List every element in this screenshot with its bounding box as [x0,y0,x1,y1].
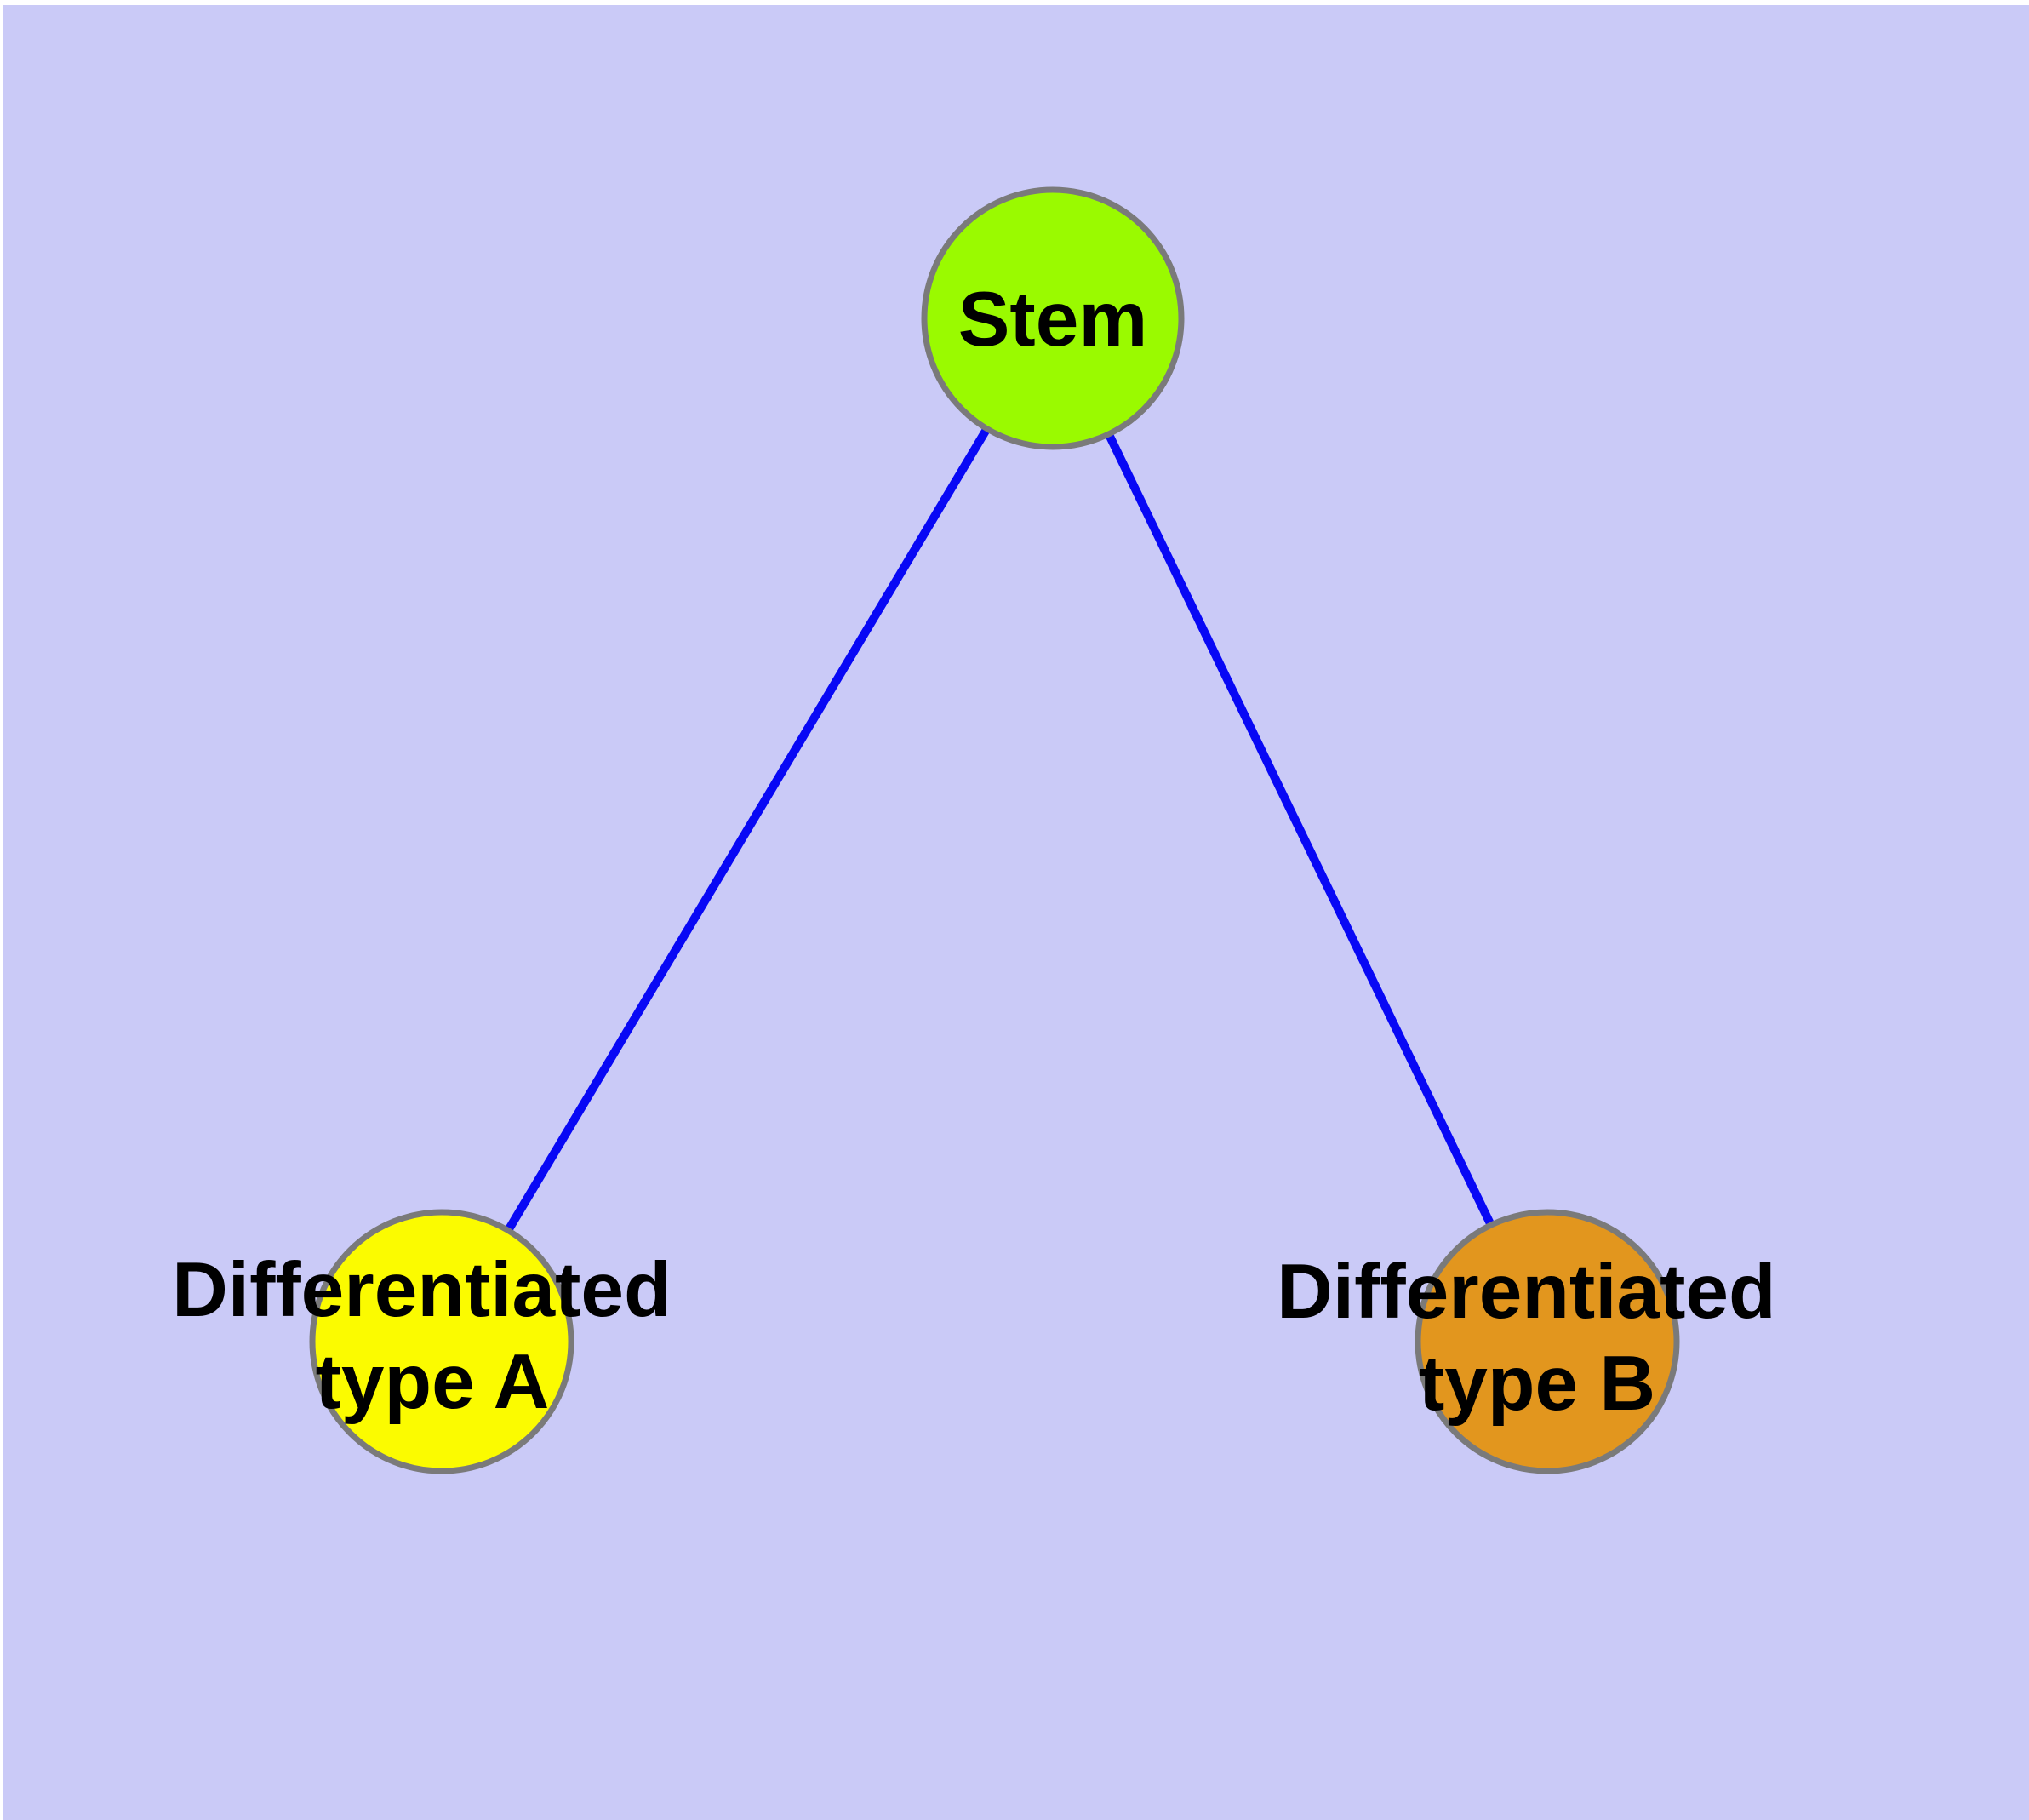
node-type-a-label-line2: type A [316,1339,550,1425]
node-type-b-circle [1415,1209,1680,1474]
node-type-a-label: Differentiated type A [172,1247,693,1425]
node-type-a-circle [309,1209,574,1474]
node-type-b-label-line1: Differentiated [1277,1249,1776,1335]
edge-stem-to-type-a [437,316,1057,1344]
edge-stem-to-type-b [1049,316,1552,1344]
node-stem-circle [921,186,1185,450]
node-stem-label: Stem [958,277,1148,363]
node-type-a-label-line1: Differentiated [172,1247,672,1333]
node-type-b-label-line2: type B [1419,1341,1655,1427]
node-type-b-label: Differentiated type B [1277,1249,1798,1427]
